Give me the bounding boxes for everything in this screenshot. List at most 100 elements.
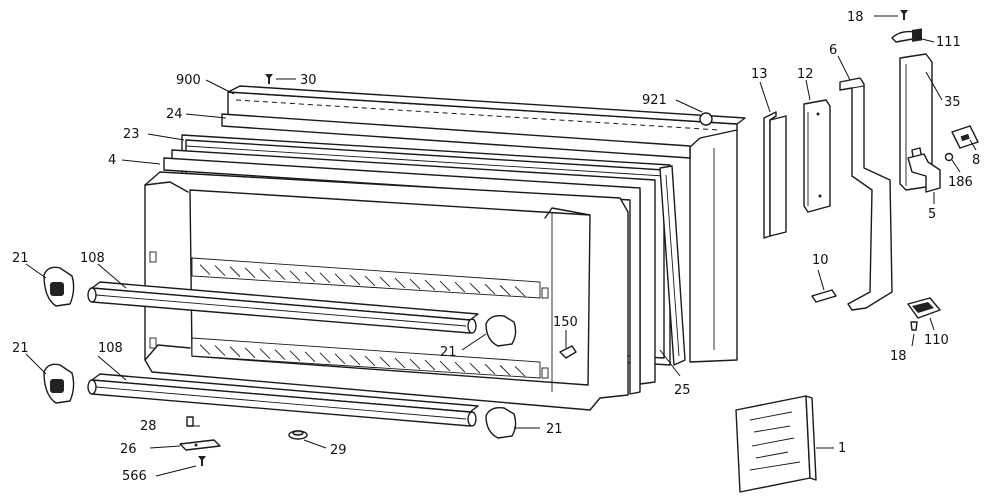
callout-21-upper-left: 21 (12, 251, 29, 266)
shelf-rib (214, 265, 226, 276)
callout-4: 4 (108, 153, 116, 168)
cover-110 (907, 297, 941, 319)
screw-30 (265, 74, 273, 84)
callout-1: 1 (838, 441, 846, 456)
shelf-rib (484, 363, 496, 375)
plug-921-icon (699, 112, 713, 126)
shelf-rib (514, 365, 526, 377)
shelf-rib (484, 283, 496, 295)
shelf-rib (409, 358, 421, 370)
callout-21-lower-right: 21 (546, 422, 563, 437)
callout-566: 566 (122, 469, 147, 484)
callout-900: 900 (176, 73, 201, 88)
shelf-rib (319, 352, 331, 364)
leader-lines (25, 15, 977, 477)
shelf-rib (214, 345, 226, 356)
shelf-rib (289, 350, 301, 362)
shelf-rib (199, 264, 211, 275)
shelf-rib (499, 284, 511, 296)
shelf-rib (349, 274, 361, 286)
shelf-rib (229, 266, 241, 277)
handle-bracket-13 (763, 111, 787, 239)
shelf-rib (364, 275, 376, 287)
callout-5: 5 (928, 207, 936, 222)
shelf-rib (424, 279, 436, 291)
shelf-rib (469, 362, 481, 374)
hinge-26 (179, 439, 221, 451)
screw-566 (198, 456, 206, 466)
cam-28 (186, 416, 194, 427)
shelf-rib (364, 355, 376, 367)
callout-921: 921 (642, 93, 667, 108)
handle-bracket-12 (803, 99, 831, 213)
end-cap-lower-right (485, 406, 517, 439)
washer-186 (944, 152, 954, 162)
callout-6: 6 (829, 43, 837, 58)
callout-8: 8 (972, 153, 980, 168)
shelf-rib (499, 364, 511, 376)
shelf-rib (229, 346, 241, 357)
door-inner-liner (144, 171, 629, 411)
hinge-bracket-6 (839, 77, 893, 311)
shelf-rib (409, 278, 421, 290)
callout-186: 186 (948, 175, 973, 190)
end-cap-upper-left (43, 266, 75, 307)
shelf-rib (454, 361, 466, 373)
shelf-rib (349, 354, 361, 366)
callout-25: 25 (674, 383, 691, 398)
plate-8 (951, 125, 979, 149)
callout-18-top: 18 (847, 10, 864, 25)
callout-21-upper-right: 21 (440, 345, 457, 360)
shelf-rib (334, 273, 346, 285)
clip-150 (559, 345, 577, 359)
callout-23: 23 (123, 127, 140, 142)
shelf-rib (304, 271, 316, 283)
callout-labels: 18 111 13 12 6 35 8 186 5 900 30 921 24 … (12, 10, 980, 484)
shelf-rib (319, 272, 331, 284)
shelf-rib (469, 282, 481, 294)
callout-10: 10 (812, 253, 829, 268)
callout-21-lower-left: 21 (12, 341, 29, 356)
shelf-rib (424, 359, 436, 371)
end-cap-upper-right (485, 314, 517, 347)
shelf-bar-lower (87, 373, 479, 427)
shelf-rib (304, 351, 316, 363)
shelf-rib (439, 280, 451, 292)
shelf-rib (274, 269, 286, 281)
shelf-rib (289, 270, 301, 282)
callout-150: 150 (553, 315, 578, 330)
shelf-rib (394, 357, 406, 369)
callout-13: 13 (751, 67, 768, 82)
shelf-rib (514, 285, 526, 297)
shelf-rib (379, 356, 391, 368)
shelf-rib (259, 348, 271, 360)
callout-30: 30 (300, 73, 317, 88)
callout-110: 110 (924, 333, 949, 348)
shelf-ribs (199, 264, 526, 377)
clip-10 (811, 289, 837, 303)
callout-26: 26 (120, 442, 137, 457)
callout-18-bottom: 18 (890, 349, 907, 364)
shelf-rib (244, 347, 256, 358)
callout-28: 28 (140, 419, 157, 434)
shelf-rib (334, 353, 346, 365)
shelf-rib (274, 349, 286, 361)
shelf-rib (439, 360, 451, 372)
shelf-rib (379, 276, 391, 288)
shelf-rib (454, 281, 466, 293)
callout-108-lower: 108 (98, 341, 123, 356)
callout-111: 111 (936, 35, 961, 50)
callout-35: 35 (944, 95, 961, 110)
manual-1 (735, 395, 817, 493)
shelf-rib (394, 277, 406, 289)
callout-24: 24 (166, 107, 183, 122)
shelf-rib (259, 268, 271, 280)
screw-18-top (900, 10, 908, 20)
shelf-rib (199, 344, 211, 355)
callout-12: 12 (797, 67, 814, 82)
shelf-rib (244, 267, 256, 278)
screw-18-bottom (910, 321, 918, 331)
callout-108-upper: 108 (80, 251, 105, 266)
